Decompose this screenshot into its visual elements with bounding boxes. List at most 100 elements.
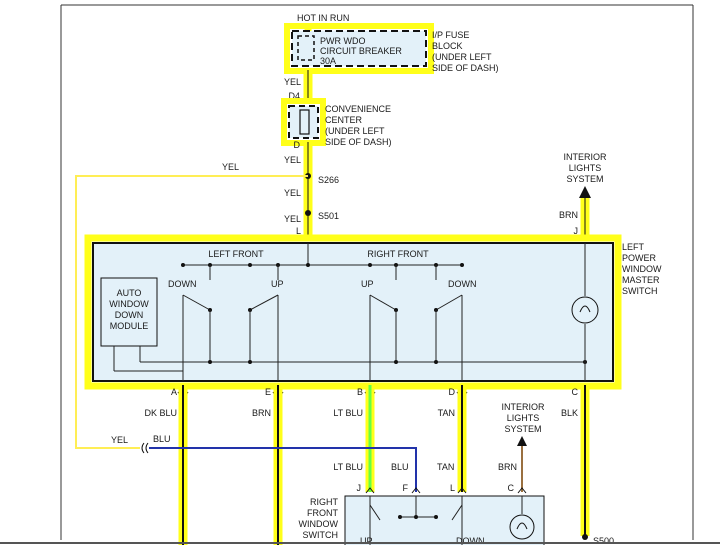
rf-bus-dot-3 <box>434 515 438 519</box>
rf-lt-blu-label: LT BLU <box>333 462 363 472</box>
yel-label-4: YEL <box>284 214 301 224</box>
pin-d4-label: D4 <box>288 91 300 101</box>
breaker-label-3: 30A <box>320 56 336 66</box>
splice-s500-dot <box>582 534 588 540</box>
rf-up-blade-right <box>369 504 381 521</box>
auto-module-label-4: MODULE <box>110 321 149 331</box>
rf-connector-c-icon <box>517 487 527 494</box>
lamp-icon <box>571 296 599 324</box>
rf-bus-dot-2 <box>414 515 418 519</box>
left-yel-label: YEL <box>111 435 128 445</box>
breaker-label-1: PWR WDO <box>320 36 366 46</box>
left-blu-label: BLU <box>153 434 171 444</box>
breaker-highlight <box>284 23 434 74</box>
rf-switch-title-4: SWITCH <box>303 530 339 540</box>
rf-pin-c-label: C <box>508 483 515 493</box>
left-front-label: LEFT FRONT <box>208 249 264 259</box>
convenience-center-label-4: SIDE OF DASH) <box>325 137 392 147</box>
convenience-center-label-3: (UNDER LEFT <box>325 126 385 136</box>
rf-down-blade-right <box>451 504 463 521</box>
gnd-dot-2 <box>248 360 252 364</box>
splice-s266-label: S266 <box>318 175 339 185</box>
rf-up-blade <box>369 294 397 311</box>
lamp-filament <box>579 305 591 313</box>
bus-dot-9 <box>460 263 464 267</box>
lf-down-blade <box>182 294 211 311</box>
blk-label: BLK <box>561 408 578 418</box>
rf-lamp-icon <box>509 514 535 540</box>
master-switch-title-2: POWER <box>622 253 657 263</box>
left-connector-icon <box>141 442 149 454</box>
rf-connector-j-icon <box>365 487 375 494</box>
fuse-block-label-4: SIDE OF DASH) <box>432 63 499 73</box>
rf-pin-f-label: F <box>403 483 409 493</box>
pin-l-label: L <box>296 226 301 236</box>
pin-j-top-label: J <box>574 226 579 236</box>
rf-bus-dot-1 <box>398 515 402 519</box>
rf-switch-box <box>344 495 545 545</box>
pin-d-label: D <box>294 140 301 150</box>
auto-window-down-module <box>100 277 158 347</box>
brn-label-e: BRN <box>252 408 271 418</box>
master-switch-box <box>92 242 614 382</box>
dk-blu-label: DK BLU <box>144 408 177 418</box>
gnd-dot-4 <box>434 360 438 364</box>
splice-s500-label: S500 <box>593 536 614 545</box>
yel-branch-wire <box>75 175 308 449</box>
breaker-label-2: CIRCUIT BREAKER <box>320 46 402 56</box>
splice-s501-dot <box>305 210 311 216</box>
rf-switch-title-3: WINDOW <box>299 519 339 529</box>
yel-label-2: YEL <box>284 155 301 165</box>
arrow-up-icon-bottom <box>517 436 527 446</box>
gnd-dot-3 <box>394 360 398 364</box>
yel-branch-label: YEL <box>222 162 239 172</box>
arrow-up-icon <box>579 186 591 198</box>
right-front-label: RIGHT FRONT <box>367 249 429 259</box>
rf-down-label: DOWN <box>448 279 477 289</box>
convenience-center-label-1: CONVENIENCE <box>325 104 391 114</box>
rf-connector-l-icon <box>457 487 467 494</box>
rf-pin-j-label: J <box>357 483 362 493</box>
interior-lights-bottom-label-2: LIGHTS <box>507 413 540 423</box>
lf-up-label: UP <box>271 279 284 289</box>
master-switch-title-1: LEFT <box>622 242 645 252</box>
auto-module-label-3: DOWN <box>115 310 144 320</box>
bus-dot-6 <box>368 263 372 267</box>
pin-a-label: A <box>171 387 177 397</box>
rf-lamp-filament <box>516 522 528 530</box>
pin-e-label: E <box>265 387 271 397</box>
convenience-center-box <box>288 105 319 139</box>
lf-down-label: DOWN <box>168 279 197 289</box>
auto-module-label-1: AUTO <box>117 288 142 298</box>
rf-tan-label: TAN <box>437 462 454 472</box>
bus-dot-1 <box>181 263 185 267</box>
interior-lights-top-label-1: INTERIOR <box>563 152 607 162</box>
bus-dot-3 <box>248 263 252 267</box>
rf-switch-down-label: DOWN <box>456 536 485 545</box>
blu-wire <box>149 447 417 492</box>
rf-brn-label: BRN <box>498 462 517 472</box>
interior-lights-bottom-label-3: SYSTEM <box>504 424 541 434</box>
interior-lights-top-label-2: LIGHTS <box>569 163 602 173</box>
gnd-dot-1 <box>208 360 212 364</box>
convenience-breaker-symbol <box>299 109 310 135</box>
rf-switch-title-1: RIGHT <box>310 497 339 507</box>
lt-blu-label: LT BLU <box>333 408 363 418</box>
rf-up-label: UP <box>361 279 374 289</box>
convenience-center-label-2: CENTER <box>325 115 363 125</box>
breaker-symbol <box>297 35 315 61</box>
fuse-block-label-2: BLOCK <box>432 41 463 51</box>
master-switch-highlight <box>84 234 622 390</box>
rf-down-blade <box>435 294 463 311</box>
yel-label-3: YEL <box>284 188 301 198</box>
interior-lights-bottom-label-1: INTERIOR <box>501 402 545 412</box>
auto-module-label-2: WINDOW <box>109 299 149 309</box>
fuse-block-label-1: I/P FUSE <box>432 30 469 40</box>
rf-pin-l-label: L <box>450 483 455 493</box>
rf-connector-f-icon <box>411 487 421 494</box>
rf-switch-title-2: FRONT <box>307 508 338 518</box>
pin-b-label: B <box>357 387 363 397</box>
master-switch-title-3: WINDOW <box>622 264 662 274</box>
tan-label: TAN <box>438 408 455 418</box>
